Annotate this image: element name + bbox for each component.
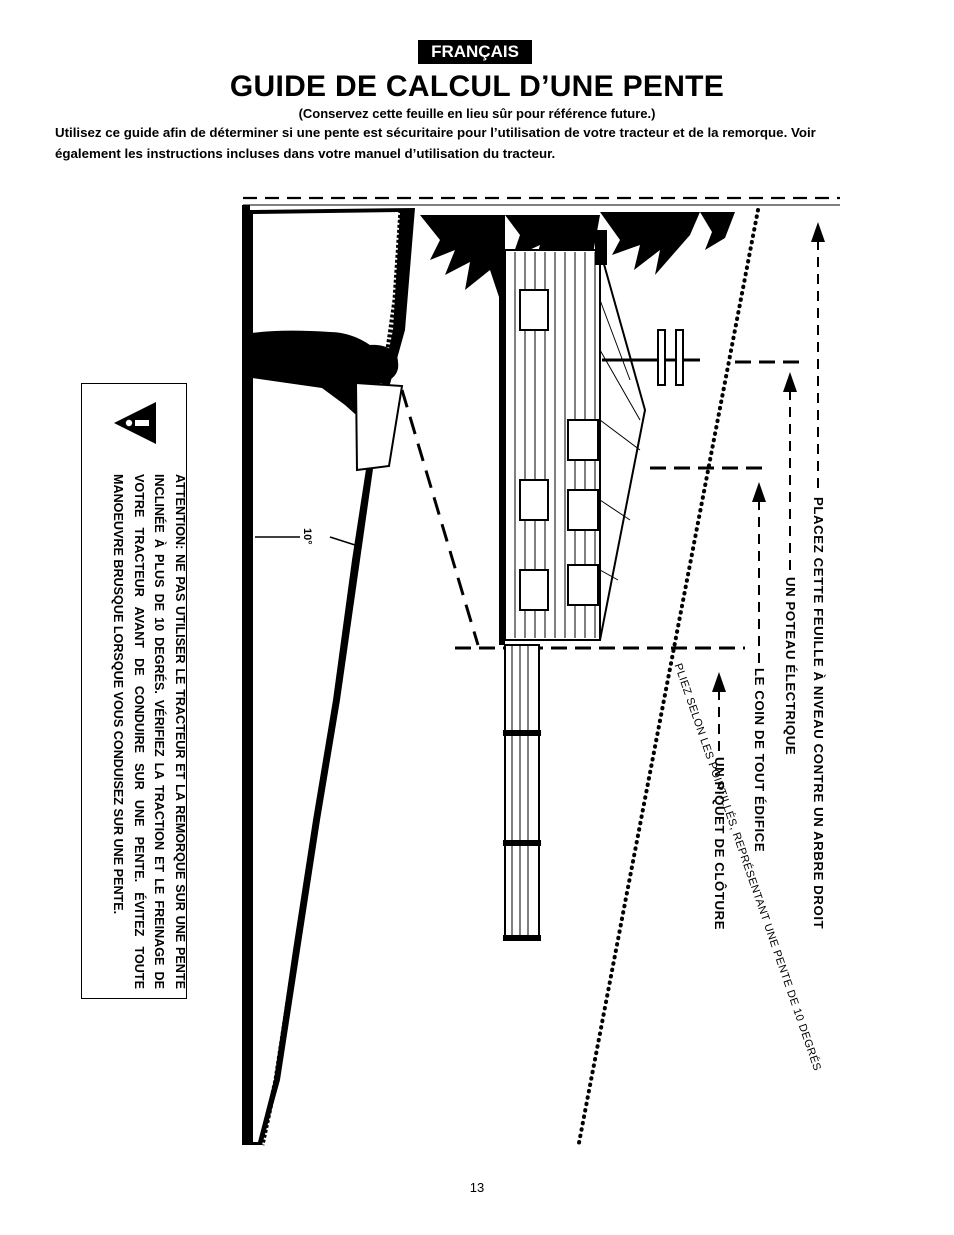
page-number: 13 [0, 1180, 954, 1195]
label-tree: PLACEZ CETTE FEUILLE À NIVEAU CONTRE UN … [811, 497, 826, 929]
angle-label: 10° [301, 528, 313, 545]
label-pole: UN POTEAU ÉLECTRIQUE [783, 577, 798, 755]
label-building: LE COIN DE TOUT ÉDIFICE [752, 668, 767, 852]
warning-triangle-icon [112, 400, 160, 446]
warning-text: ATTENTION: NE PAS UTILISER LE TRACTEUR E… [88, 474, 190, 989]
